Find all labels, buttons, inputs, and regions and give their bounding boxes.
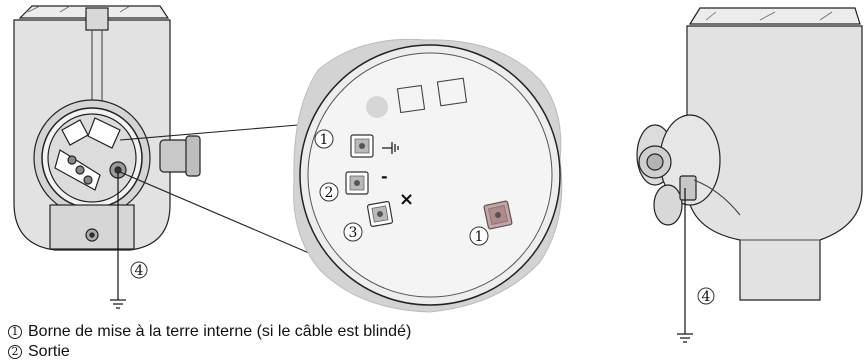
minus-symbol: -	[381, 167, 388, 186]
callout-1-center-right: 1	[469, 226, 489, 246]
callout-circle-icon	[319, 182, 339, 202]
callout-circle-icon	[697, 287, 715, 305]
zoom-lines	[119, 124, 331, 263]
callout-circle-icon	[130, 261, 148, 279]
callout-circle-icon	[314, 129, 334, 149]
legend-number: 2	[8, 345, 22, 359]
callout-3-center-label: 3	[349, 225, 358, 241]
legend-text: Borne de mise à la terre interne (si le …	[28, 323, 412, 340]
callout-1-center-label: 1	[320, 132, 329, 148]
callout-1-center: 1	[314, 129, 334, 149]
callout-circle-icon	[469, 226, 489, 246]
callout-3-center: 3	[343, 222, 363, 242]
ground-connection-left	[110, 172, 126, 309]
legend: 1 Borne de mise à la terre interne (si l…	[8, 322, 568, 362]
terminal-detail-view: - ×	[293, 38, 563, 313]
callout-4-right: 4	[697, 287, 715, 305]
callout-4-left: 4	[130, 261, 148, 279]
legend-number: 1	[8, 325, 22, 339]
terminal-screw-icon	[345, 171, 369, 195]
ground-icon	[110, 299, 126, 309]
ground-icon	[382, 142, 399, 154]
callout-4-right-label: 4	[702, 289, 711, 305]
callout-1-center-right-label: 1	[475, 229, 484, 245]
wiring-diagram: 4	[13, 5, 863, 343]
legend-item-2: 2 Sortie	[8, 342, 568, 362]
legend-text: Sortie	[28, 343, 70, 360]
callout-circle-icon	[343, 222, 363, 242]
terminal-screw-icon	[350, 134, 374, 158]
terminal-screw-icon	[366, 200, 394, 228]
cross-symbol: ×	[399, 189, 414, 210]
terminal-screw-icon	[483, 200, 513, 230]
callout-4-left-label: 4	[135, 263, 144, 279]
device-side-view	[636, 7, 863, 301]
legend-item-1: 1 Borne de mise à la terre interne (si l…	[8, 322, 568, 342]
ground-icon	[677, 333, 693, 343]
callout-2-center-label: 2	[325, 185, 334, 201]
callout-2-center: 2	[319, 182, 339, 202]
device-front-view	[13, 5, 201, 251]
ground-connection-right	[677, 188, 693, 343]
